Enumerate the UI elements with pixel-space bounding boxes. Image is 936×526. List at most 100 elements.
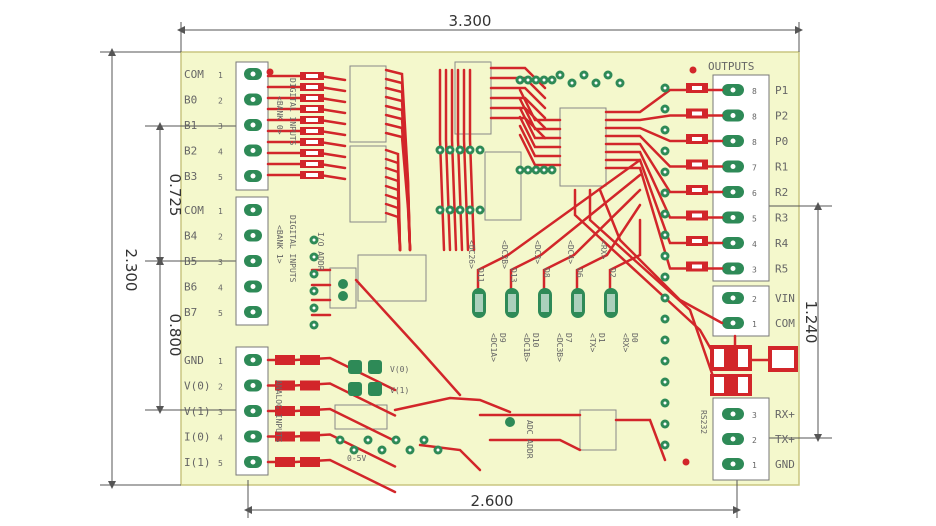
- led-ref-top: D8: [542, 268, 551, 278]
- pad-hole: [730, 461, 736, 467]
- led-labels: D11<DC26>D9<DC1A>D13<DC2B>D10<DC1B>D8<DC…: [467, 240, 639, 362]
- left-terminal-label: B3: [184, 170, 197, 183]
- pad-hole: [730, 138, 736, 144]
- trace: [542, 188, 642, 290]
- trace: [489, 86, 547, 110]
- via-hole: [338, 438, 342, 442]
- right-terminal-blocks: [712, 74, 770, 481]
- trace: [588, 188, 718, 387]
- right-pin-number: 4: [752, 240, 757, 249]
- left-pin-number: 5: [218, 309, 223, 318]
- pad-hole: [250, 207, 256, 213]
- smd-resistor-body: [306, 74, 318, 78]
- smd-resistor-body: [692, 137, 702, 141]
- pad-hole: [250, 434, 256, 439]
- trace: [518, 124, 562, 158]
- via-hole: [422, 438, 426, 442]
- left-pin-number: 4: [218, 434, 223, 443]
- via-hole: [542, 78, 546, 82]
- left-terminal-label: B5: [184, 255, 197, 268]
- right-output-label: P0: [775, 135, 788, 148]
- via-hole: [438, 208, 442, 212]
- via-hole: [618, 81, 622, 85]
- left-terminal-label: B1: [184, 119, 197, 132]
- smd-resistor-body: [306, 107, 318, 111]
- right-serial-label: RX+: [775, 408, 795, 421]
- pad-hole: [250, 284, 256, 289]
- smd-resistor-body: [692, 264, 702, 269]
- via-hole: [448, 148, 452, 152]
- via-hole: [408, 448, 412, 452]
- io-addr-label: I/O ADDR: [316, 232, 325, 271]
- smd-resistor-body: [306, 140, 318, 144]
- trace: [418, 443, 482, 472]
- led-ref-bottom-sub: <RX>: [621, 333, 630, 352]
- right-pin-number: 5: [752, 215, 757, 224]
- right-pin-number: 7: [752, 164, 757, 173]
- via-hole: [663, 443, 667, 447]
- smd-resistor-body: [306, 129, 318, 133]
- right-pin-number: 8: [752, 138, 757, 147]
- via-hole: [550, 168, 554, 172]
- left-pin-number: 3: [218, 408, 223, 417]
- via-hole: [366, 438, 370, 442]
- trace: [462, 68, 470, 252]
- via-hole: [663, 254, 667, 258]
- smd-resistor: [275, 457, 295, 467]
- via-hole: [663, 191, 667, 195]
- led-ref-bottom-sub: <DC1A>: [489, 333, 498, 362]
- left-terminal-label: B0: [184, 94, 197, 107]
- range-label: 0-5V: [347, 454, 366, 463]
- smd-resistor: [300, 431, 320, 442]
- pad-hole: [250, 233, 256, 238]
- pad-hole: [730, 436, 736, 442]
- pad-hole: [730, 266, 736, 271]
- left-pin-number: 2: [218, 383, 223, 392]
- pad-hole: [250, 258, 256, 264]
- pad-hole: [250, 97, 256, 102]
- smd-resistor-body: [692, 162, 702, 167]
- via-hole: [312, 323, 316, 327]
- smd-resistor-body: [306, 118, 318, 122]
- led-ref-bottom: D10: [531, 333, 540, 348]
- via-hole: [663, 128, 667, 132]
- left-pin-number: 4: [218, 284, 223, 293]
- jumper-pad: [348, 382, 362, 396]
- led-ref-top-sub: <DC2B>: [500, 240, 509, 269]
- trace: [608, 218, 642, 290]
- pad-hole: [250, 148, 256, 153]
- led-ref-bottom-sub: <DC1B>: [522, 333, 531, 362]
- via-hole: [534, 78, 538, 82]
- led-ref-bottom: D0: [630, 333, 639, 343]
- via-hole: [663, 317, 667, 321]
- led-ref-top-sub: <RX>: [599, 240, 608, 259]
- trace: [489, 116, 547, 140]
- digital-inputs-bank1-label: DIGITAL INPUTS: [288, 215, 297, 283]
- via-hole: [542, 168, 546, 172]
- via-hole: [526, 168, 530, 172]
- via-hole: [663, 401, 667, 405]
- via-hole: [663, 380, 667, 384]
- marker-dot: [689, 66, 697, 74]
- right-power-label: COM: [775, 317, 795, 330]
- trace: [384, 131, 412, 252]
- pad-hole: [730, 113, 736, 118]
- via-hole: [478, 208, 482, 212]
- smd-resistor-body: [692, 86, 702, 90]
- via-hole: [518, 168, 522, 172]
- via-hole: [478, 148, 482, 152]
- pad-hole: [250, 408, 256, 414]
- smd-resistor: [300, 380, 320, 391]
- smd-resistor: [300, 355, 320, 365]
- right-output-label: R5: [775, 263, 788, 276]
- via-hole: [468, 148, 472, 152]
- led-ref-top-sub: <DC4>: [566, 240, 575, 264]
- smd-resistor-body: [306, 151, 318, 155]
- right-output-label: R1: [775, 161, 788, 174]
- dim-bottom-width: 2.600: [471, 492, 514, 510]
- via-hole: [312, 255, 316, 259]
- left-pin-number: 4: [218, 148, 223, 157]
- led-footprint-inner: [574, 294, 582, 312]
- via-hole: [380, 448, 384, 452]
- led-ref-top-sub: <DC26>: [467, 240, 476, 269]
